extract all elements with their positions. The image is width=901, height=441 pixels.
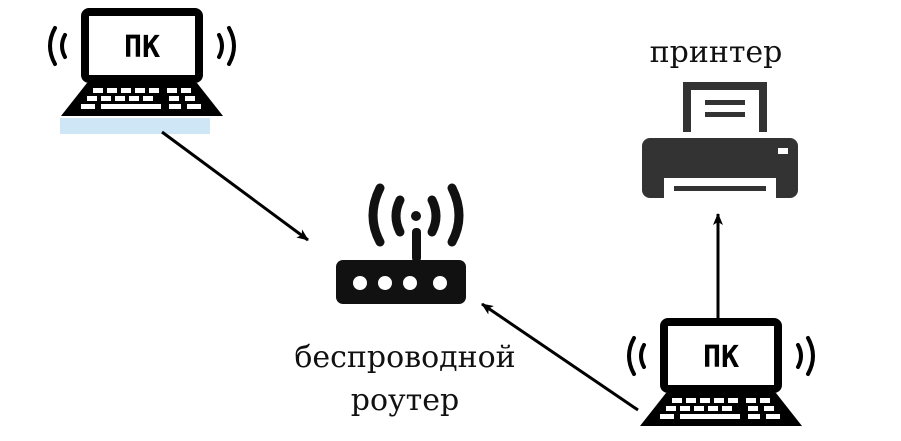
printer-label: принтер: [650, 35, 783, 70]
edge-pc2-router: [481, 302, 639, 412]
router-icon: [336, 183, 466, 304]
pc2-laptop-icon: ПК: [627, 316, 815, 428]
printer-icon: [642, 82, 798, 200]
pc1-laptop-icon: ПК: [48, 6, 236, 134]
edge-pc1-router: [161, 130, 309, 242]
router-label-line1: беспроводной: [294, 340, 515, 375]
pc1-label: ПК: [124, 30, 160, 65]
pc2-label: ПК: [703, 340, 739, 375]
router-label-line2: роутер: [351, 383, 459, 418]
